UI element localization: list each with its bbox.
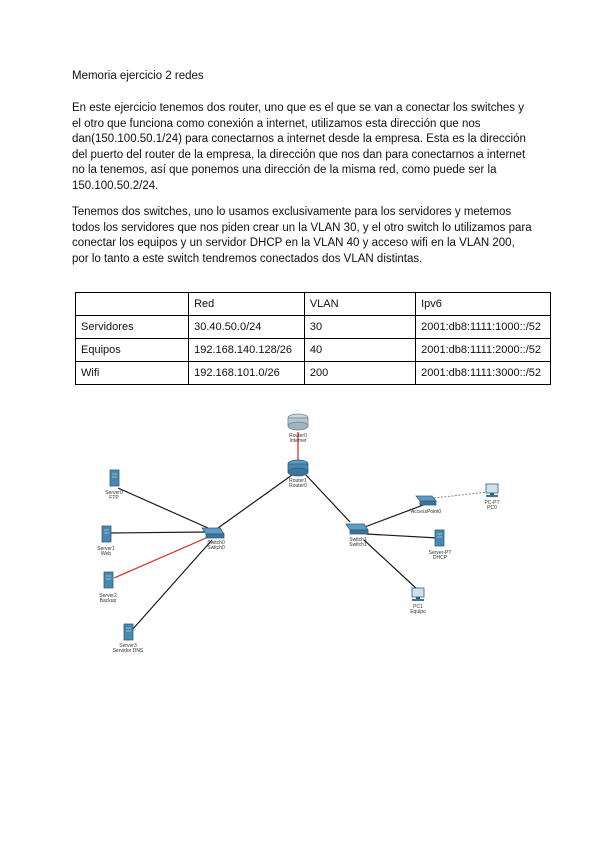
server-icon[interactable]: Server2 Backup: [99, 571, 117, 604]
network-topology-diagram: Router0 Internet Router1 Router0 Switch0…: [97, 413, 500, 654]
pc-icon[interactable]: PC-PT PC0: [485, 483, 500, 511]
router-icon[interactable]: Router1 Router0: [287, 459, 309, 489]
svg-text:Router0: Router0: [289, 433, 307, 439]
svg-text:FTP: FTP: [109, 495, 119, 501]
svg-text:Switch0: Switch0: [207, 540, 225, 546]
server-icon[interactable]: Server-PT DHCP: [429, 529, 452, 561]
svg-text:Internet: Internet: [290, 438, 308, 444]
table-cell: 2001:db8:1111:1000::/52: [415, 315, 551, 339]
table-header-cell: VLAN: [303, 292, 417, 316]
table-cell: Wifi: [74, 361, 190, 385]
link-ap-switch1: [361, 503, 427, 529]
link-ftp-switch0: [117, 487, 209, 529]
svg-text:AccessPoint0: AccessPoint0: [411, 509, 442, 515]
table-cell: 30.40.50.0/24: [188, 315, 305, 339]
table-cell: Servidores: [74, 315, 190, 339]
table-header-row: Red VLAN Ipv6: [74, 292, 551, 316]
pc-icon[interactable]: PC1 Equipo: [410, 587, 426, 615]
link-wireless: [433, 491, 489, 499]
table-cell: 2001:db8:1111:3000::/52: [415, 361, 551, 385]
table-header-cell: Red: [188, 292, 305, 316]
router-icon[interactable]: Router0 Internet: [287, 413, 309, 444]
link-router-switch1: [305, 474, 351, 523]
table-row: Wifi 192.168.101.0/26 200 2001:db8:1111:…: [74, 361, 551, 385]
svg-text:Server3: Server3: [119, 643, 137, 649]
table-cell: 200: [303, 361, 417, 385]
link-router-switch0: [217, 474, 293, 529]
link-dhcp-switch1: [365, 533, 439, 539]
svg-text:PC0: PC0: [487, 505, 497, 511]
table-cell: 2001:db8:1111:2000::/52: [415, 338, 551, 362]
link-dns-switch0: [131, 539, 213, 631]
table-cell: 30: [303, 315, 417, 339]
svg-text:PC-PT: PC-PT: [485, 500, 500, 506]
table-cell: 192.168.101.0/26: [188, 361, 305, 385]
table-cell: 40: [303, 338, 417, 362]
svg-text:Equipo: Equipo: [410, 609, 426, 615]
table-header-cell: Ipv6: [415, 292, 551, 316]
svg-text:Web: Web: [101, 551, 111, 557]
svg-text:DHCP: DHCP: [433, 555, 448, 561]
link-web-switch0: [109, 531, 207, 534]
svg-text:Backup: Backup: [100, 598, 117, 604]
link-pc-switch1: [363, 539, 419, 591]
svg-text:Router0: Router0: [289, 483, 307, 489]
paragraph-routers: En este ejercicio tenemos dos router, un…: [72, 102, 526, 192]
access-point-icon[interactable]: AccessPoint0: [411, 495, 442, 515]
svg-text:Server-PT: Server-PT: [429, 550, 452, 556]
svg-text:Servidor DNS: Servidor DNS: [113, 648, 144, 654]
svg-text:Server0: Server0: [105, 490, 123, 496]
svg-text:Server1: Server1: [97, 546, 115, 552]
table-row: Servidores 30.40.50.0/24 30 2001:db8:111…: [74, 315, 551, 339]
server-icon[interactable]: Server3 Servidor DNS: [113, 623, 144, 654]
svg-text:PC1: PC1: [413, 604, 423, 610]
document-title: Memoria ejercicio 2 redes: [72, 70, 204, 82]
svg-text:Switch0: Switch0: [207, 545, 225, 551]
table-cell: 192.168.140.128/26: [188, 338, 305, 362]
table-header-cell: [74, 292, 190, 316]
switch-icon[interactable]: Switch1 Switch1: [345, 523, 369, 548]
server-icon[interactable]: Server1 Web: [97, 525, 115, 557]
server-icon[interactable]: Server0 FTP: [105, 469, 123, 501]
svg-text:Switch1: Switch1: [349, 537, 367, 543]
svg-text:Switch1: Switch1: [349, 542, 367, 548]
paragraph-switches: Tenemos dos switches, uno lo usamos excl…: [72, 206, 532, 265]
link-backup-switch0: [113, 537, 207, 579]
svg-text:Server2: Server2: [99, 593, 117, 599]
table-cell: Equipos: [74, 338, 190, 362]
switch-icon[interactable]: Switch0 Switch0: [201, 527, 225, 551]
svg-text:Router1: Router1: [289, 478, 307, 484]
network-table: Red VLAN Ipv6 Servidores 30.40.50.0/24 3…: [74, 292, 551, 385]
table-row: Equipos 192.168.140.128/26 40 2001:db8:1…: [74, 338, 551, 362]
